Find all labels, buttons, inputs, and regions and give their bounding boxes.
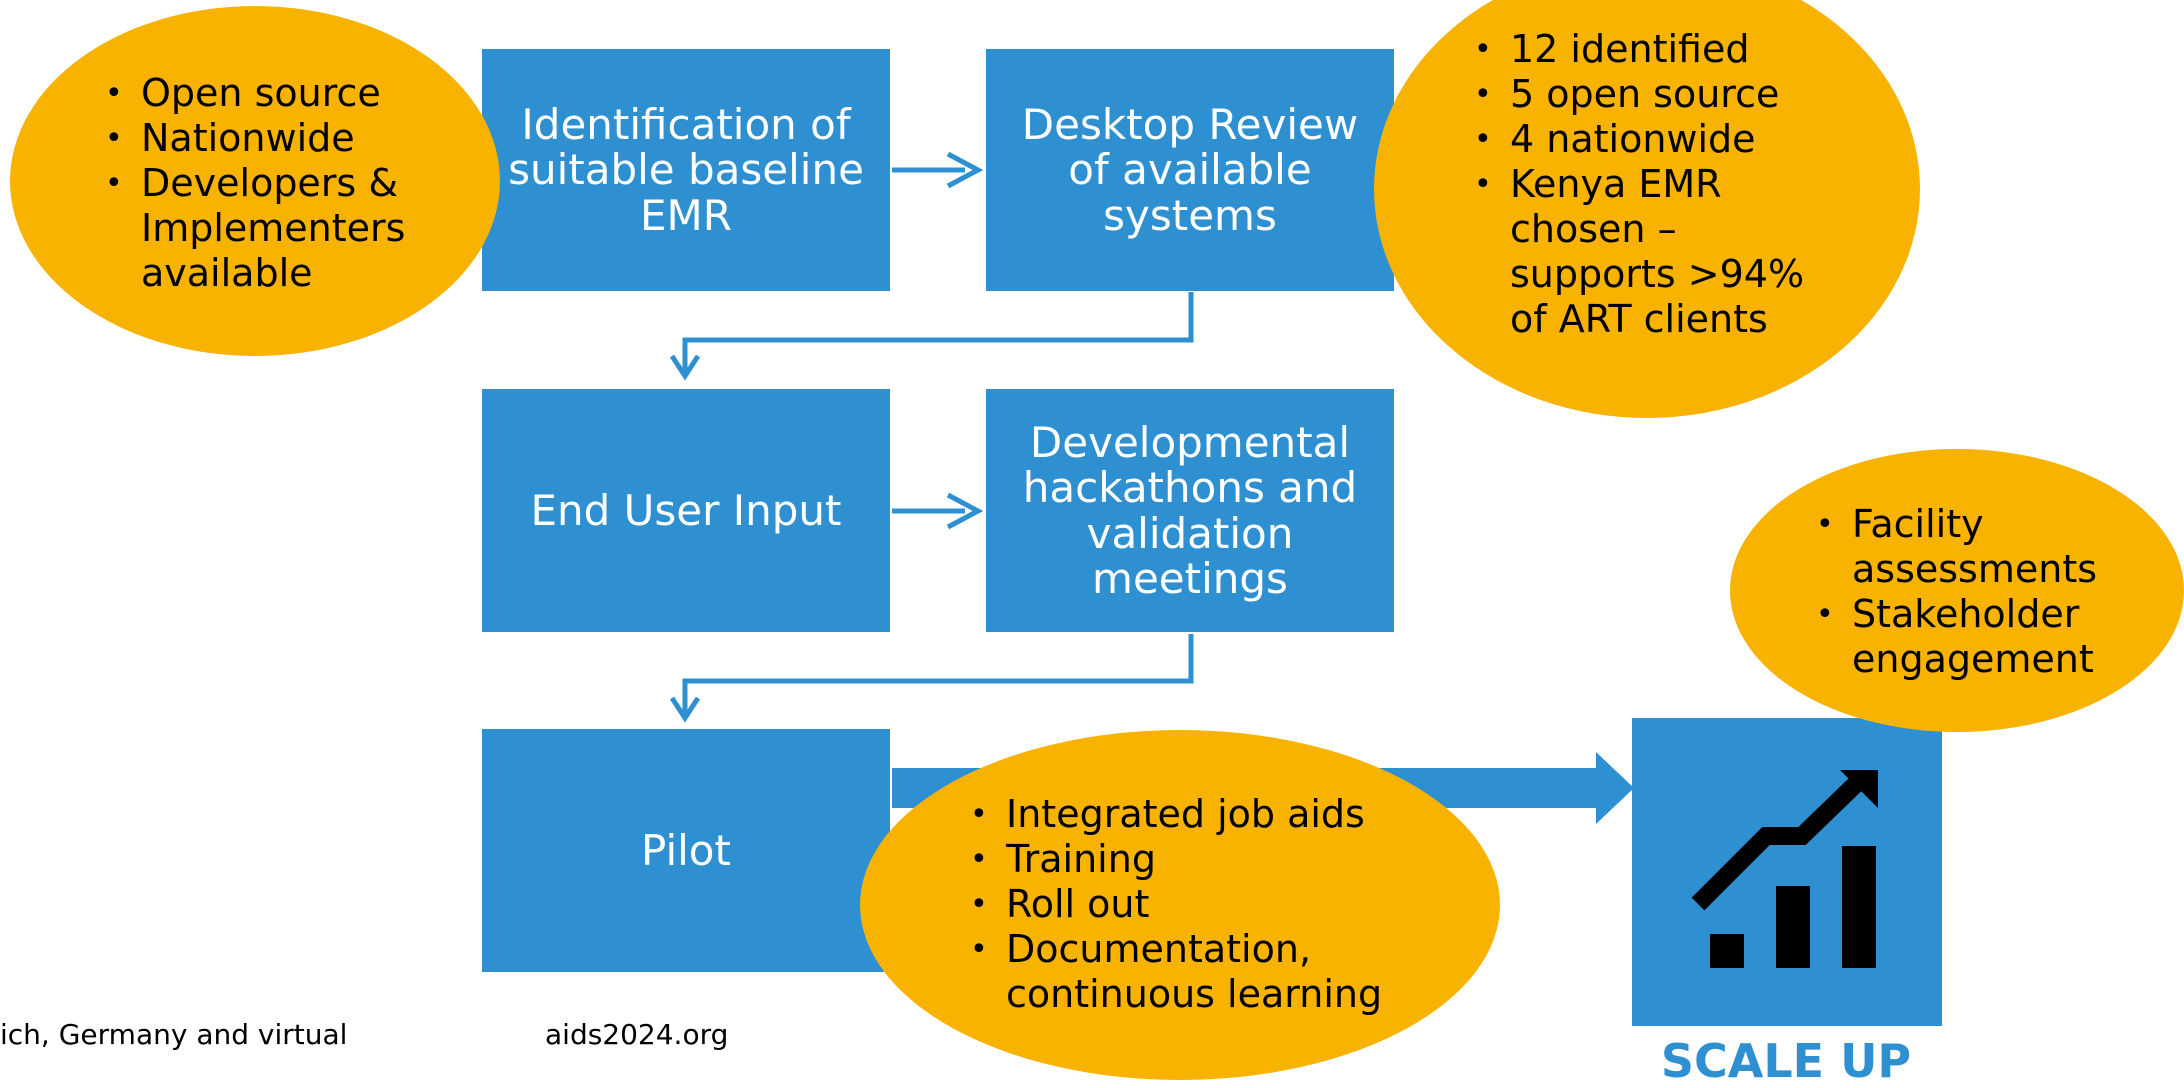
scale-prep-item: Facility assessments <box>1816 502 2097 592</box>
criteria-list: Open source Nationwide Developers & Impl… <box>105 71 405 296</box>
arrow-enduser-to-hackathons <box>892 492 984 530</box>
ellipse-criteria: Open source Nationwide Developers & Impl… <box>10 6 500 356</box>
box-identification: Identification of suitable baseline EMR <box>482 49 890 291</box>
box-end-user-input: End User Input <box>482 389 890 632</box>
footer-website[interactable]: aids2024.org <box>545 1018 729 1051</box>
footer-location: ich, Germany and virtual <box>0 1018 348 1051</box>
box-pilot: Pilot <box>482 729 890 972</box>
arrow-hackathons-to-pilot <box>669 634 1194 723</box>
box-pilot-label: Pilot <box>641 825 731 875</box>
review-results-list: 12 identified 5 open source 4 nationwide… <box>1474 27 1804 342</box>
arrow-review-to-enduser <box>669 292 1194 381</box>
scale-prep-list: Facility assessments Stakeholder engagem… <box>1816 502 2097 682</box>
growth-chart-icon <box>1691 770 1878 968</box>
arrow-identification-to-review <box>892 151 984 189</box>
review-results-item: 4 nationwide <box>1474 117 1804 162</box>
review-results-item: 5 open source <box>1474 72 1804 117</box>
box-end-user-input-label: End User Input <box>530 485 842 535</box>
ellipse-review-results: 12 identified 5 open source 4 nationwide… <box>1374 0 1920 418</box>
ellipse-scale-prep: Facility assessments Stakeholder engagem… <box>1730 449 2184 732</box>
review-results-item: Kenya EMR chosen – supports >94% of ART … <box>1474 162 1804 342</box>
pilot-activities-item: Roll out <box>970 882 1382 927</box>
criteria-item: Developers & Implementers available <box>105 161 405 296</box>
pilot-activities-item: Integrated job aids <box>970 792 1382 837</box>
ellipse-pilot-activities: Integrated job aids Training Roll out Do… <box>860 730 1500 1080</box>
scale-up-box <box>1632 718 1942 1026</box>
criteria-item: Nationwide <box>105 116 405 161</box>
scale-prep-item: Stakeholder engagement <box>1816 592 2097 682</box>
criteria-item: Open source <box>105 71 405 116</box>
pilot-activities-item: Training <box>970 837 1382 882</box>
box-desktop-review-label: Desktop Review of available systems <box>1021 99 1359 240</box>
review-results-item: 12 identified <box>1474 27 1804 72</box>
box-hackathons: Developmental hackathons and validation … <box>986 389 1394 632</box>
box-identification-label: Identification of suitable baseline EMR <box>508 99 864 240</box>
box-desktop-review: Desktop Review of available systems <box>986 49 1394 291</box>
box-hackathons-label: Developmental hackathons and validation … <box>1022 417 1358 603</box>
pilot-activities-list: Integrated job aids Training Roll out Do… <box>970 792 1382 1017</box>
scale-up-label: SCALE UP <box>1660 1034 1912 1088</box>
pilot-activities-item: Documentation, continuous learning <box>970 927 1382 1017</box>
